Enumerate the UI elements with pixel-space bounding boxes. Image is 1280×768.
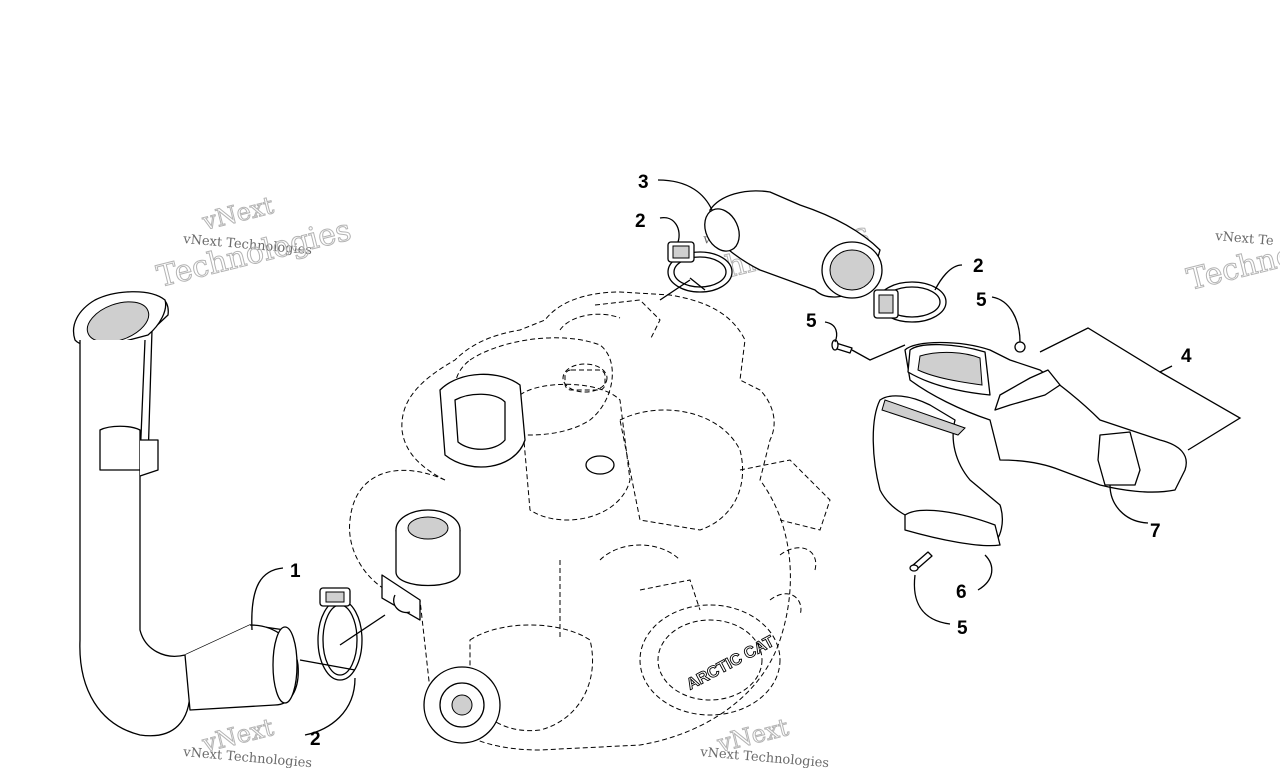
output-flange	[423, 666, 501, 744]
callout-6: 6	[956, 582, 967, 603]
callout-4: 4	[1181, 346, 1192, 367]
intake-duct	[72, 291, 299, 737]
watermark-line: vNext Technologies	[699, 745, 830, 768]
watermark-bottom-left: vNext vNext Technologies	[182, 713, 313, 768]
callout-labels: 1 2 2 2 3 4 5 5 5 6 7	[290, 172, 1192, 750]
leader-lines	[251, 179, 1242, 736]
watermark-large: Techno	[1183, 237, 1280, 297]
engine-logo: ARCTIC CAT	[684, 633, 777, 693]
screw-top-right	[1014, 341, 1026, 353]
watermark-bottom-center: vNext vNext Technologies	[699, 713, 830, 768]
callout-5-top: 5	[976, 290, 987, 311]
callout-5-left: 5	[806, 311, 817, 332]
oil-filter	[381, 509, 461, 621]
callout-2-top-left: 2	[635, 211, 646, 232]
watermark-top-right: vNext Te Techno	[1183, 229, 1280, 298]
callout-3: 3	[638, 172, 649, 193]
watermark-brand: vNext	[199, 191, 277, 236]
airbox-housing	[872, 341, 1187, 547]
screw-left	[831, 339, 853, 354]
callout-2-top-right: 2	[973, 256, 984, 277]
callout-7: 7	[1150, 521, 1161, 542]
watermark-top-left: vNext vNext Technologies Technologies	[153, 191, 355, 296]
callout-5-bottom: 5	[957, 618, 968, 639]
clamp-lower	[317, 587, 363, 681]
clamp-top-right	[873, 281, 947, 323]
cylinder-head	[439, 373, 615, 475]
screw-bottom	[909, 551, 933, 572]
watermark-line: vNext Technologies	[182, 745, 313, 768]
elbow-tube	[704, 190, 883, 299]
clamp-top-left	[667, 241, 733, 293]
watermark-large: Technologies	[153, 213, 354, 295]
callout-2-lower: 2	[310, 729, 321, 750]
callout-1: 1	[290, 561, 301, 582]
watermark-line: vNext Te	[1214, 229, 1275, 249]
